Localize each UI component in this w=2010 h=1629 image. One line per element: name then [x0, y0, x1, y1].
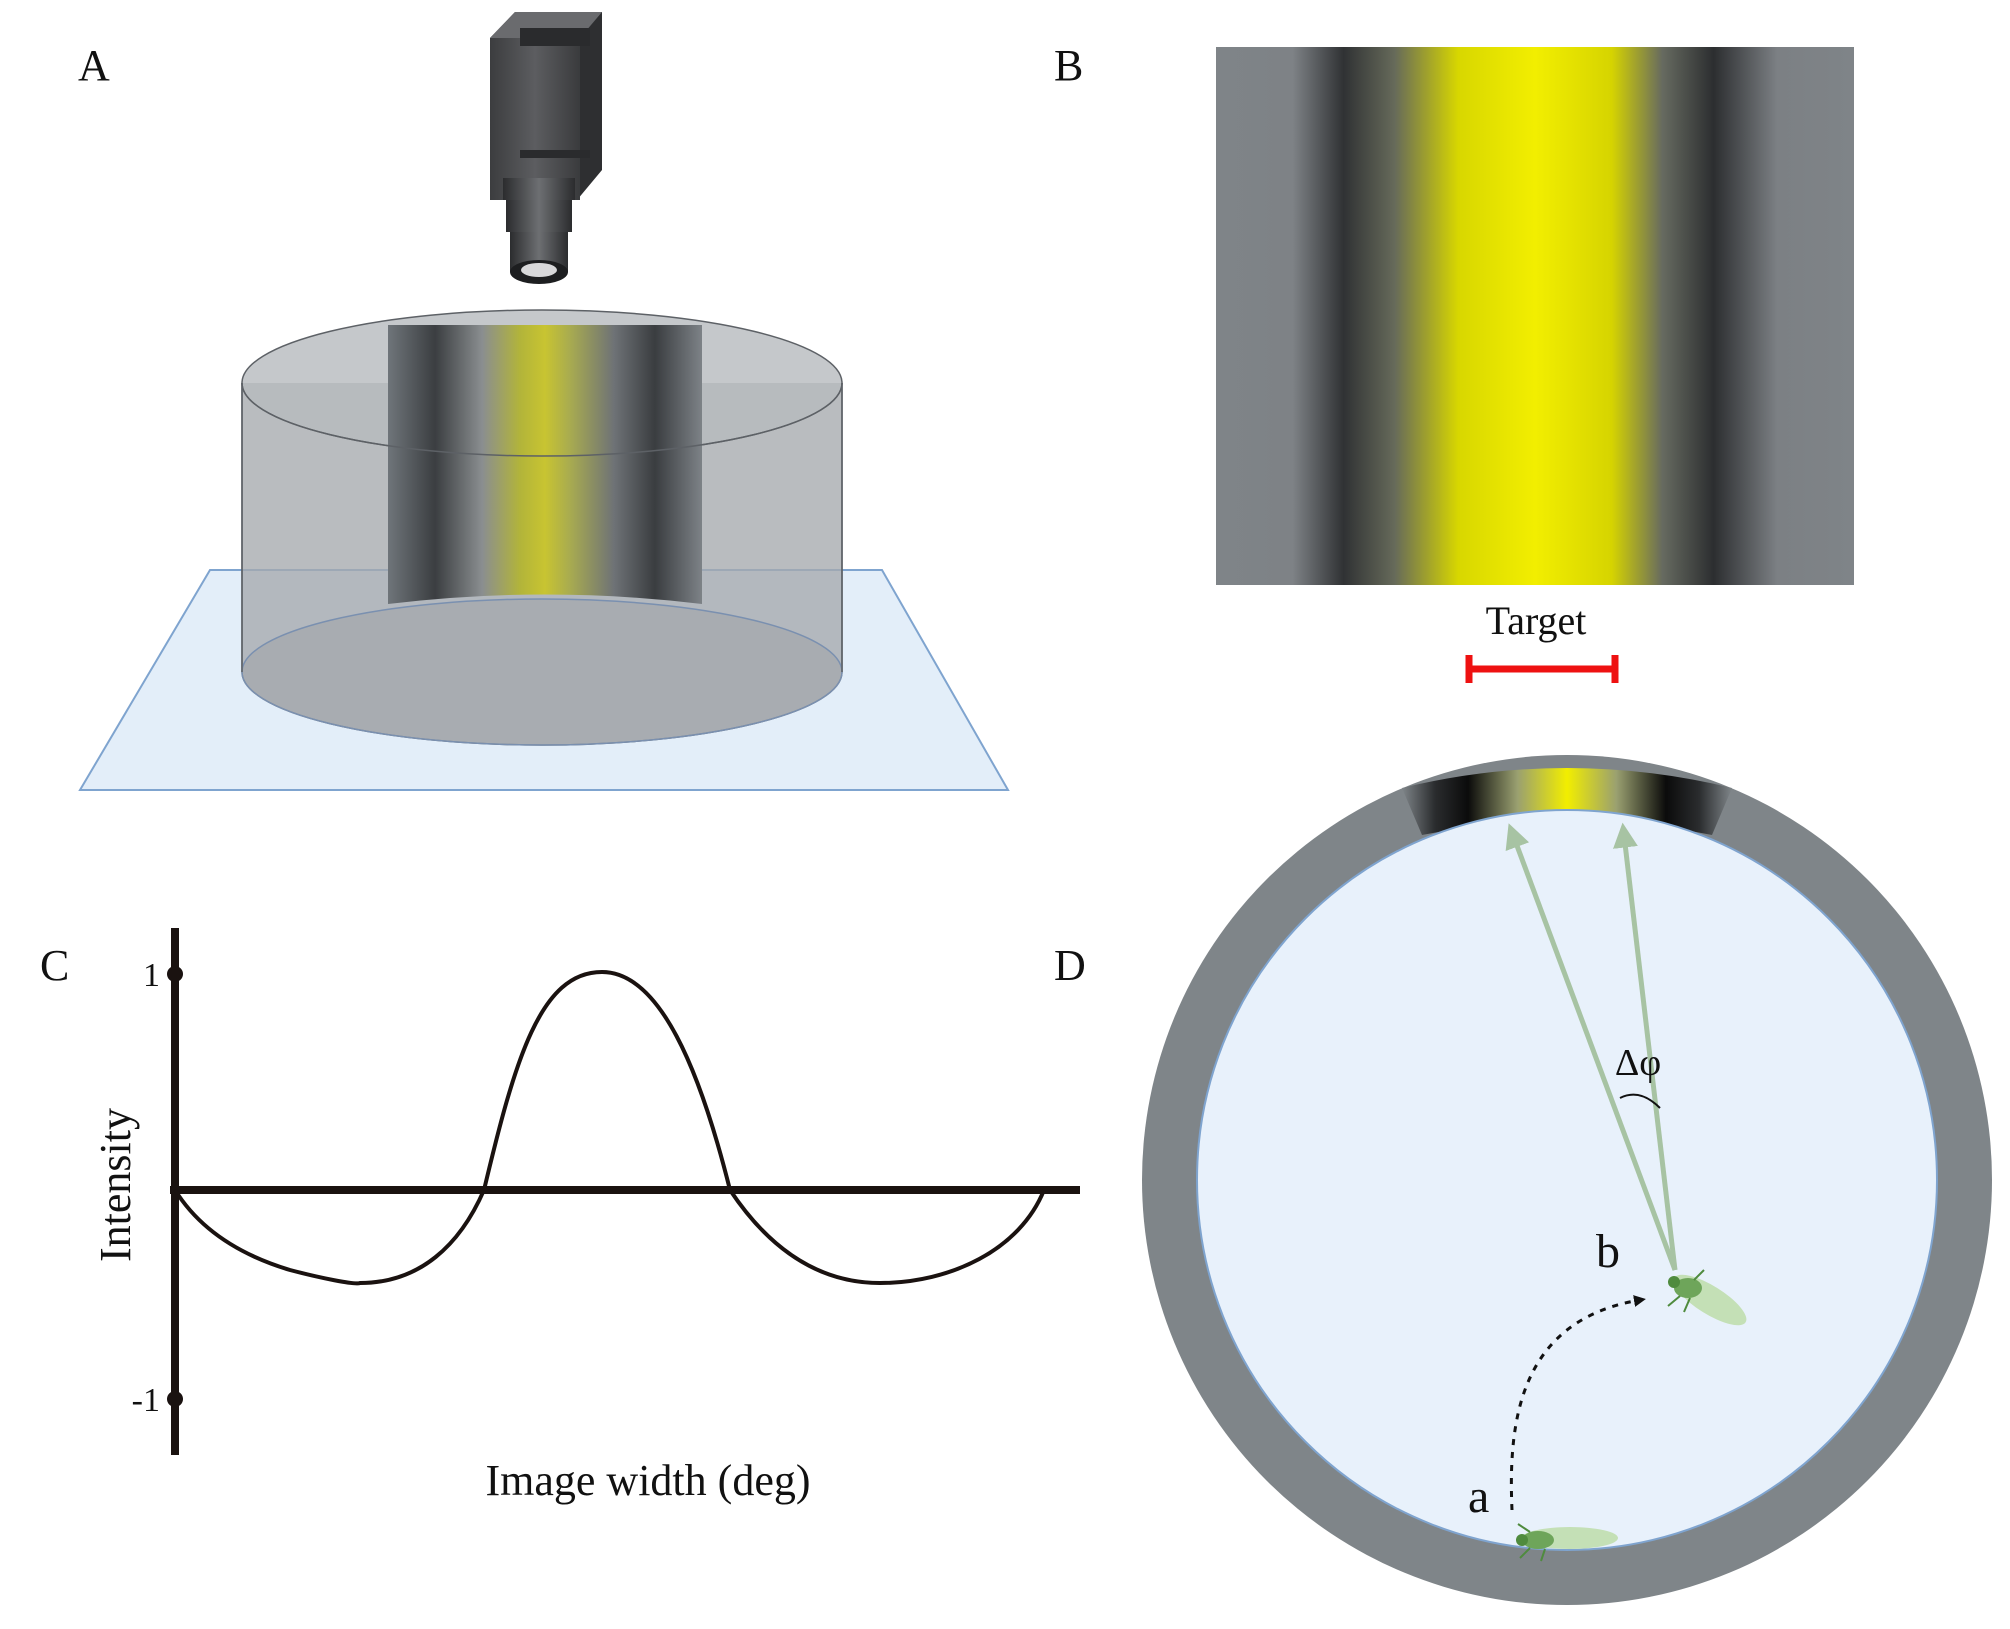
insect-icon-b — [1667, 1269, 1747, 1326]
target-width-bar — [1465, 655, 1619, 683]
point-b-label: b — [1596, 1225, 1620, 1278]
panel-c-label: C — [40, 941, 69, 990]
panel-d: D Δφ a b — [1054, 755, 1992, 1605]
angle-arc — [1619, 1093, 1661, 1109]
panel-a-label: A — [78, 41, 110, 90]
y-tick-top-dot — [167, 966, 183, 982]
arena-floor — [1196, 809, 1938, 1551]
gaze-arrow-left — [1505, 823, 1678, 1271]
point-a-label: a — [1468, 1470, 1489, 1523]
panel-b-label: B — [1054, 41, 1083, 90]
gaze-arrow-right — [1613, 822, 1678, 1271]
camera-icon — [490, 12, 602, 284]
y-tick-bottom-dot — [167, 1391, 183, 1407]
cylindrical-arena — [241, 309, 843, 746]
angle-label: Δφ — [1615, 1042, 1661, 1084]
panel-c: C 1 -1 Intensity Image width (deg) — [40, 928, 1080, 1505]
insect-icon-a — [1516, 1523, 1618, 1562]
panel-a: A — [78, 12, 1010, 791]
y-tick-bottom: -1 — [132, 1382, 160, 1419]
panel-d-label: D — [1054, 941, 1086, 990]
y-axis-label: Intensity — [91, 1108, 140, 1262]
panel-b: B Target — [1054, 41, 1854, 683]
wall-grating — [1402, 768, 1732, 835]
intensity-curve — [173, 969, 1046, 1286]
movement-path — [1509, 1295, 1646, 1511]
grating-stimulus — [1216, 47, 1854, 585]
y-tick-top: 1 — [143, 957, 160, 994]
x-axis-label: Image width (deg) — [486, 1456, 811, 1505]
target-label: Target — [1486, 598, 1587, 643]
